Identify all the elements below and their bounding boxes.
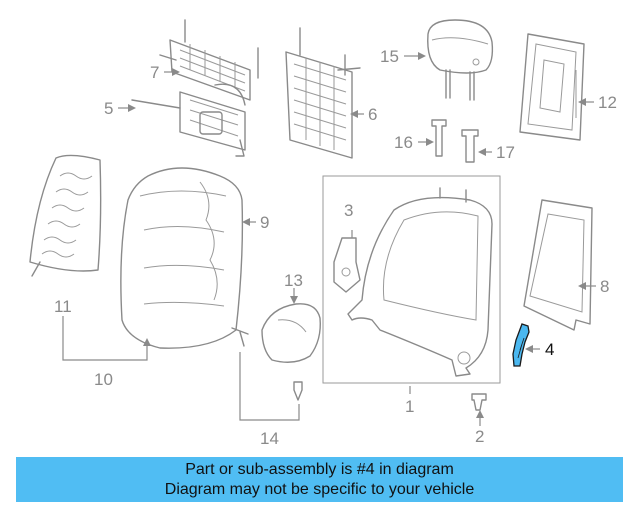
part-17-headrest-guide xyxy=(461,129,479,163)
banner-line-part: Part or sub-assembly is #4 in diagram xyxy=(185,461,454,478)
banner-line-disclaimer: Diagram may not be specific to your vehi… xyxy=(164,481,475,498)
callout-13: 13 xyxy=(284,271,303,290)
callout-17: 17 xyxy=(496,143,515,162)
part-15-headrest xyxy=(427,19,494,101)
part-8-back-plate xyxy=(523,199,593,331)
part-13-side-cover xyxy=(261,303,321,363)
callout-14: 14 xyxy=(260,429,279,448)
part-9-seatback-cover xyxy=(120,167,244,349)
part-3-recliner xyxy=(333,237,361,293)
callout-7: 7 xyxy=(150,63,159,82)
info-banner: Part or sub-assembly is #4 in diagram Di… xyxy=(16,457,623,502)
part-16-headrest-guide xyxy=(431,119,447,157)
part-11-heater-pad xyxy=(29,154,102,277)
part-14-bolts xyxy=(231,327,303,401)
part-5-lumbar-mechanism xyxy=(131,91,246,157)
callout-16: 16 xyxy=(394,133,413,152)
callout-15: 15 xyxy=(380,47,399,66)
part-1-seatback-frame xyxy=(347,187,493,377)
callout-4: 4 xyxy=(545,340,554,359)
callout-11: 11 xyxy=(54,297,72,316)
leader-lines xyxy=(62,52,596,426)
callout-9: 9 xyxy=(260,213,269,232)
callout-5: 5 xyxy=(104,99,113,118)
callout-2: 2 xyxy=(475,427,484,446)
part-4-highlighted xyxy=(512,323,530,367)
parts-diagram: 7 5 6 15 12 16 17 9 3 13 8 4 11 10 1 2 1… xyxy=(29,19,617,448)
part-1-group-box xyxy=(322,175,501,384)
part-12-back-panel xyxy=(519,33,585,141)
part-7-lumbar-frame xyxy=(159,19,259,106)
callout-12: 12 xyxy=(598,93,617,112)
part-2-clip xyxy=(471,393,487,411)
callout-8: 8 xyxy=(600,277,609,296)
callout-10: 10 xyxy=(94,370,113,389)
callout-3: 3 xyxy=(344,201,353,220)
part-6-seatback-mat xyxy=(285,27,361,159)
callout-6: 6 xyxy=(368,105,377,124)
callout-1: 1 xyxy=(405,397,414,416)
